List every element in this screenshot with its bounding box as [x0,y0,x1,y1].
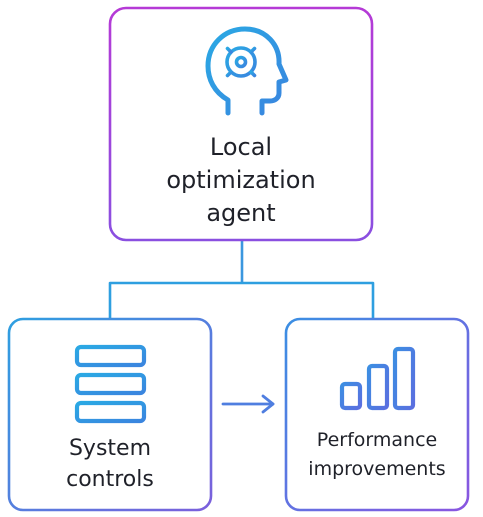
node-top-box [108,6,374,242]
node-top-label: Local optimization agent [110,131,372,230]
node-left-box [7,317,213,512]
node-top-label-line-1: Local [209,133,273,161]
node-top-label-line-2: optimization [166,166,316,194]
node-left-label: System controls [9,433,211,495]
node-right-label-line-1: Performance [316,429,438,451]
stacked-controls-icon [74,344,147,424]
node-right-label: Performance improvements [286,426,468,484]
flow-arrow [221,394,275,414]
connector-branch [108,281,375,318]
node-right-label-line-2: improvements [308,458,446,480]
head-gear-icon [205,26,289,116]
connector-tree [108,241,375,318]
node-left-label-line-2: controls [66,467,154,492]
node-left-label-line-1: System [68,436,152,461]
node-right-box [284,317,470,512]
node-top-label-line-3: agent [206,199,276,227]
bar-chart-icon [339,346,416,411]
